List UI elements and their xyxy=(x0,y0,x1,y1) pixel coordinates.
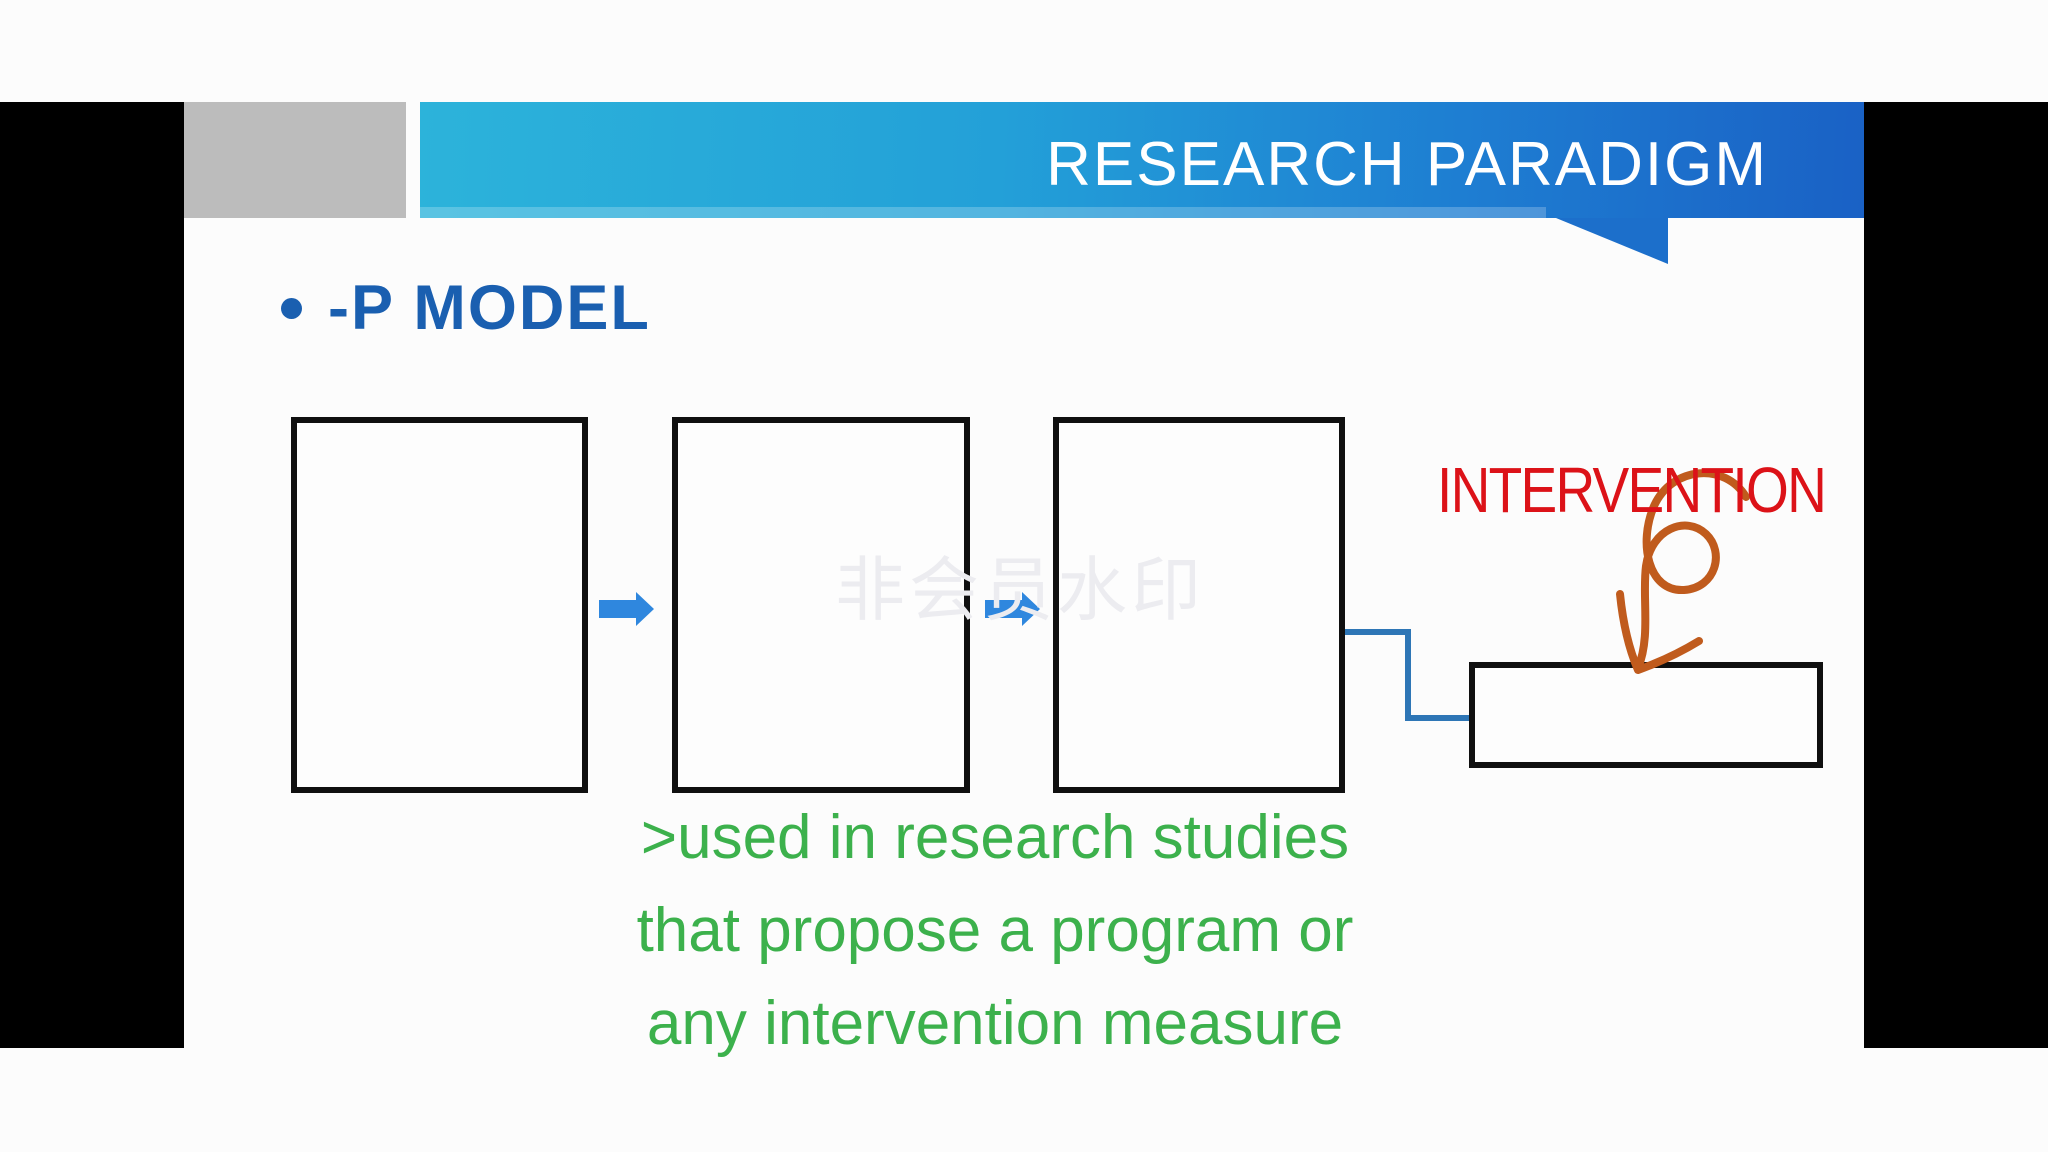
caption-line: that propose a program or xyxy=(636,896,1354,965)
caption-block: >used in research studies that propose a… xyxy=(530,791,1460,1070)
intervention-label: INTERVENTION xyxy=(1437,454,1827,526)
gray-accent-block xyxy=(184,102,406,218)
slide-title: RESEARCH PARADIGM xyxy=(1046,129,1768,199)
process-box-3 xyxy=(1053,417,1345,793)
process-box-2 xyxy=(672,417,970,793)
elbow-connector-line xyxy=(1345,629,1472,721)
letterbox-bar-right xyxy=(1864,102,2048,1048)
caption-line: any intervention measure xyxy=(646,989,1344,1058)
flow-arrow-icon-1 xyxy=(599,592,654,626)
hand-drawn-arrowhead-icon xyxy=(1616,590,1703,674)
bullet-heading-row: -P MODEL xyxy=(281,272,651,344)
bullet-icon xyxy=(281,297,302,319)
banner-tail-pointer xyxy=(1556,218,1668,264)
heading-label: -P MODEL xyxy=(328,273,651,343)
letterbox-bar-left xyxy=(0,102,184,1048)
process-box-1 xyxy=(291,417,588,793)
watermark: 非会员水印 xyxy=(835,551,1205,629)
flow-arrow-icon-2 xyxy=(985,592,1040,626)
hand-drawn-arrow-shaft-icon xyxy=(1634,469,1750,672)
intervention-box xyxy=(1469,662,1823,768)
header-banner: RESEARCH PARADIGM xyxy=(420,102,1864,218)
caption-line: >used in research studies xyxy=(640,803,1350,872)
